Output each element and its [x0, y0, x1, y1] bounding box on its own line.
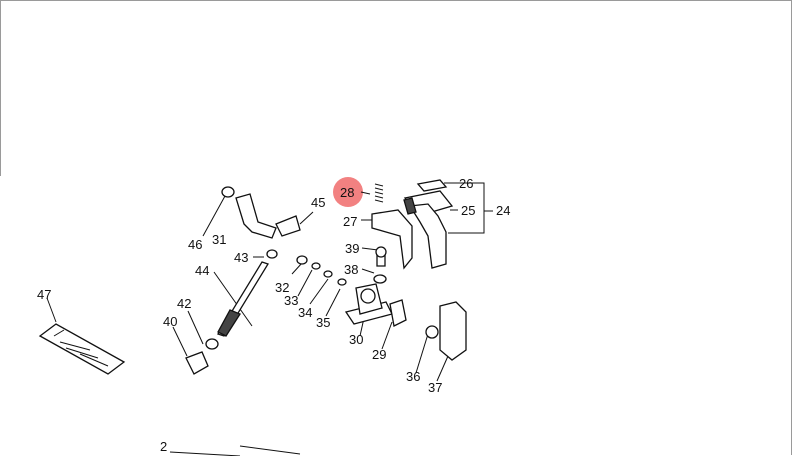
- callout-2[interactable]: 2: [160, 439, 167, 454]
- callout-46[interactable]: 46: [188, 237, 202, 252]
- partial-lines: [169, 445, 301, 456]
- part-37-shape: [439, 301, 467, 361]
- part-29-shape: [389, 299, 407, 327]
- callout-24[interactable]: 24: [496, 203, 510, 218]
- callout-40[interactable]: 40: [163, 314, 177, 329]
- callout-42[interactable]: 42: [177, 296, 191, 311]
- callout-39[interactable]: 39: [345, 241, 359, 256]
- part-24-shape: [408, 203, 447, 269]
- part-30-hole: [360, 288, 376, 304]
- part-47-decal: [38, 323, 126, 375]
- callout-25[interactable]: 25: [461, 203, 475, 218]
- highlight-marker-28[interactable]: [333, 177, 363, 207]
- callout-32[interactable]: 32: [275, 280, 289, 295]
- callout-43[interactable]: 43: [234, 250, 248, 265]
- callout-47[interactable]: 47: [37, 287, 51, 302]
- callout-29[interactable]: 29: [372, 347, 386, 362]
- callout-38[interactable]: 38: [344, 262, 358, 277]
- callout-31[interactable]: 31: [212, 232, 226, 247]
- part-34-shape: [323, 270, 333, 278]
- part-31-shape: [235, 193, 277, 239]
- part-26-shape: [416, 179, 448, 192]
- part-40-shape: [185, 351, 209, 375]
- callout-35[interactable]: 35: [316, 315, 330, 330]
- part-25-grip: [403, 197, 417, 215]
- callout-28[interactable]: 28: [340, 185, 354, 200]
- part-35-shape: [337, 278, 347, 286]
- callout-labels: 26 24 25 28 27 45 46 31 43 39 38 44 32 3…: [37, 176, 510, 454]
- callout-33[interactable]: 33: [284, 293, 298, 308]
- part-33-shape: [311, 262, 321, 270]
- callout-36[interactable]: 36: [406, 369, 420, 384]
- part-47-text-lines: [53, 329, 109, 367]
- part-27-shape: [371, 209, 413, 270]
- part-44-sleeve: [217, 309, 241, 337]
- callout-44[interactable]: 44: [195, 263, 209, 278]
- callout-27[interactable]: 27: [343, 214, 357, 229]
- part-28-spring: [374, 183, 384, 203]
- part-45-shape: [275, 215, 301, 237]
- part-43-shape: [266, 249, 278, 259]
- part-36-shape: [425, 325, 439, 339]
- part-46-shape: [221, 186, 235, 198]
- part-32-shape: [296, 255, 308, 265]
- parts: [38, 179, 467, 456]
- part-42-shape: [205, 338, 219, 350]
- callout-37[interactable]: 37: [428, 380, 442, 395]
- callout-26[interactable]: 26: [459, 176, 473, 191]
- callout-34[interactable]: 34: [298, 305, 312, 320]
- part-38-shape: [373, 274, 387, 284]
- callout-45[interactable]: 45: [311, 195, 325, 210]
- callout-30[interactable]: 30: [349, 332, 363, 347]
- part-39-head: [375, 246, 387, 258]
- exploded-view-svg: 26 24 25 28 27 45 46 31 43 39 38 44 32 3…: [37, 176, 510, 456]
- parts-diagram: 26 24 25 28 27 45 46 31 43 39 38 44 32 3…: [0, 176, 512, 456]
